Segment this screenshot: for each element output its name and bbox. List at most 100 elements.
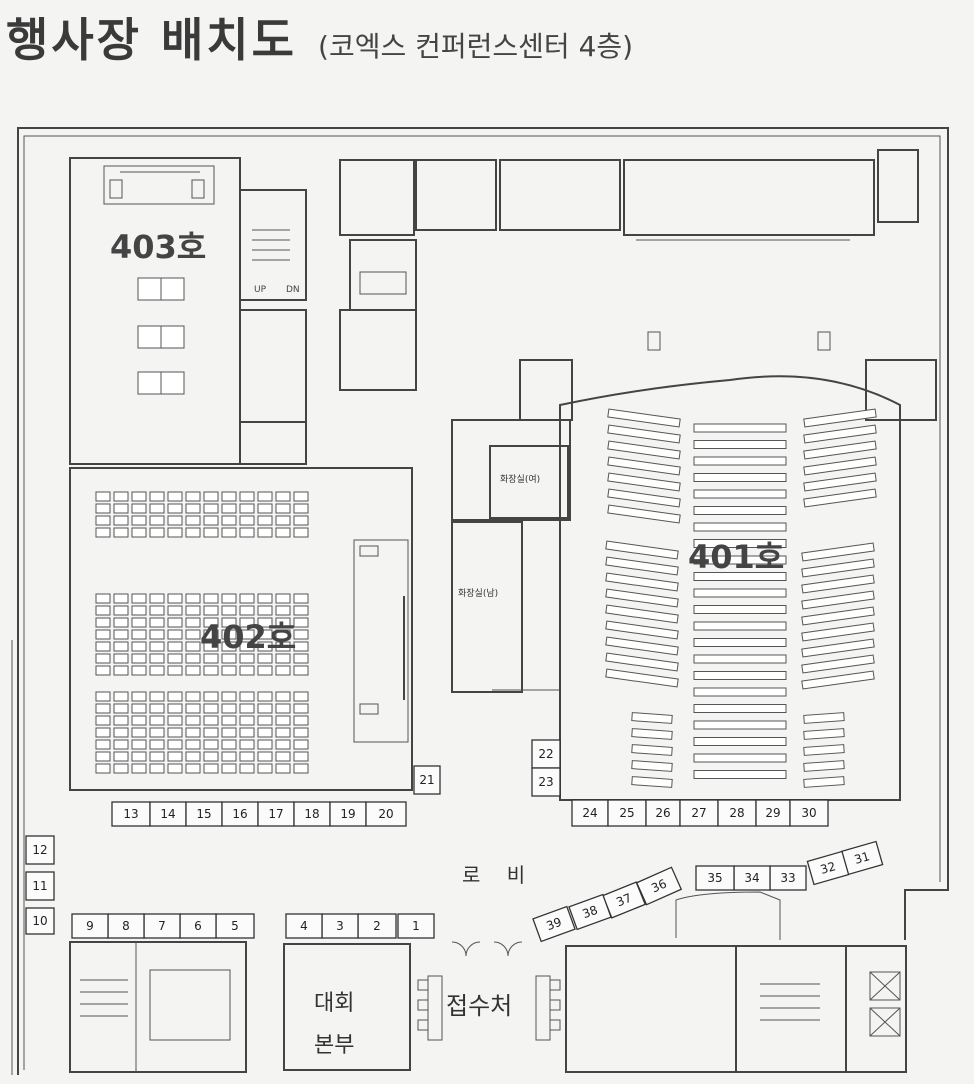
seat-row (693, 555, 787, 565)
booth-2: 2 (357, 913, 397, 939)
seat (293, 617, 309, 628)
room-401-label: 401호 (688, 538, 784, 576)
booth-box (25, 871, 55, 901)
seat (257, 593, 273, 604)
booth-11: 11 (25, 871, 55, 901)
seat (131, 491, 147, 502)
seat (113, 491, 129, 502)
stairs-down-label: DN (286, 285, 300, 295)
seat (185, 653, 201, 664)
seat (293, 715, 309, 726)
seat (95, 653, 111, 664)
booth-box (143, 913, 181, 939)
seat (95, 527, 111, 538)
booth-number: 14 (160, 807, 175, 821)
seat (149, 527, 165, 538)
seat (95, 727, 111, 738)
seat (131, 641, 147, 652)
seat (239, 727, 255, 738)
booth-29: 29 (755, 799, 791, 827)
seat (239, 491, 255, 502)
seat-row (801, 638, 875, 658)
seat (149, 751, 165, 762)
seat (131, 691, 147, 702)
booth-number: 12 (32, 843, 47, 857)
service-block-west (69, 941, 247, 1073)
lobby-label: 로 비 (462, 863, 535, 887)
seat (131, 715, 147, 726)
seat (131, 515, 147, 526)
booth-number: 30 (801, 806, 816, 820)
seat (275, 763, 291, 774)
seat (257, 617, 273, 628)
hq-label-line1: 대회 (314, 991, 354, 1016)
seat-row (607, 504, 681, 524)
entrance-doors (451, 941, 523, 957)
booth-box (25, 907, 55, 935)
booth-box (293, 801, 331, 827)
seat-row (605, 556, 679, 576)
seat (149, 727, 165, 738)
seat (167, 629, 183, 640)
seat (239, 527, 255, 538)
booth-25: 25 (607, 799, 647, 827)
seat (203, 715, 219, 726)
seat (293, 593, 309, 604)
seat (131, 629, 147, 640)
seat (293, 751, 309, 762)
booth-box (179, 913, 217, 939)
booth-box (397, 913, 435, 939)
seat (185, 503, 201, 514)
room-402-seating (95, 491, 309, 774)
seat (239, 715, 255, 726)
seat (113, 641, 129, 652)
seat (95, 515, 111, 526)
booth-box (607, 799, 647, 827)
booth-18: 18 (293, 801, 331, 827)
seat (185, 617, 201, 628)
seat (113, 691, 129, 702)
seat-row (607, 440, 681, 460)
seat-row (693, 572, 787, 581)
seat (275, 751, 291, 762)
booth-box (635, 866, 683, 906)
booth-box (25, 835, 55, 865)
booth-27: 27 (679, 799, 719, 827)
booth-10: 10 (25, 907, 55, 935)
seat (239, 503, 255, 514)
restrooms: 화장실(여) 화장실(남) (451, 419, 571, 693)
booth-box (413, 765, 441, 795)
seat-row (605, 668, 679, 688)
seat (95, 751, 111, 762)
seat-row (605, 652, 679, 672)
seat (95, 491, 111, 502)
hq-label-line2: 본부 (314, 1033, 354, 1058)
seat (149, 665, 165, 676)
booth-number: 4 (300, 919, 308, 933)
seat (275, 491, 291, 502)
booth-number: 28 (729, 806, 744, 820)
seat (203, 641, 219, 652)
seat (149, 739, 165, 750)
seat (95, 715, 111, 726)
seat (185, 593, 201, 604)
seat (275, 691, 291, 702)
booth-box (111, 801, 151, 827)
seat (185, 605, 201, 616)
booth-13: 13 (111, 801, 151, 827)
booth-39: 39 (532, 905, 576, 943)
booth-37: 37 (601, 881, 647, 919)
seat (185, 739, 201, 750)
seat (95, 763, 111, 774)
seat-row (607, 488, 681, 508)
booth-number: 1 (412, 919, 420, 933)
seat-row (607, 408, 681, 428)
seat-row (803, 488, 877, 508)
seat (149, 691, 165, 702)
seat-row (693, 522, 787, 532)
seat (167, 503, 183, 514)
seat (185, 629, 201, 640)
seat (257, 763, 273, 774)
seat (167, 593, 183, 604)
seat (131, 703, 147, 714)
